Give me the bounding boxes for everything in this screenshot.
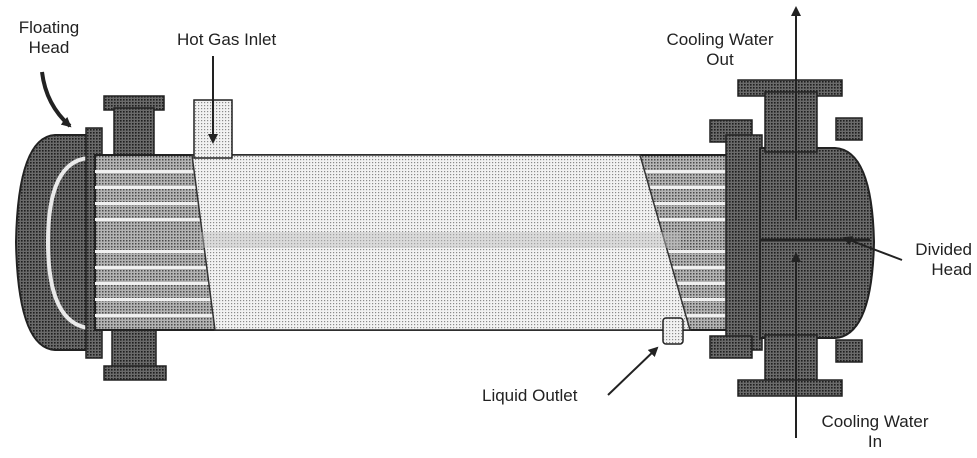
divided-head-leader [842, 236, 903, 261]
floating-head-label-line1: Floating [18, 18, 80, 37]
cooling-water-in-nozzle [737, 334, 843, 397]
cooling-water-in-label-line1: Cooling Water [821, 412, 929, 431]
cooling-water-in-label-line2: In [867, 432, 883, 451]
divided-head [759, 117, 876, 363]
cooling-water-out-label-line1: Cooling Water [666, 30, 774, 49]
liquid-outlet-label: Liquid Outlet [482, 386, 578, 405]
divided-head-label-line2: Head [931, 260, 972, 279]
hot-gas-inlet-label: Hot Gas Inlet [177, 30, 277, 49]
left-bottom-nozzle [103, 329, 167, 381]
floating-head-label: Floating Head [5, 18, 93, 58]
cooling-water-out-nozzle [737, 79, 843, 153]
liquid-outlet-leader [607, 346, 659, 396]
cooling-water-out-label-line2: Out [706, 50, 734, 69]
divided-head-label: Divided Head [880, 240, 972, 280]
cooling-water-in-label: Cooling Water In [800, 412, 950, 452]
divided-head-label-line1: Divided [915, 240, 972, 259]
cooling-water-out-label: Cooling Water Out [645, 30, 795, 70]
shell [94, 154, 796, 331]
left-top-nozzle [103, 95, 165, 159]
floating-head-leader [40, 71, 72, 128]
floating-head-label-line2: Head [28, 38, 70, 57]
liquid-outlet-nozzle [662, 317, 684, 345]
floating-head [14, 127, 103, 359]
